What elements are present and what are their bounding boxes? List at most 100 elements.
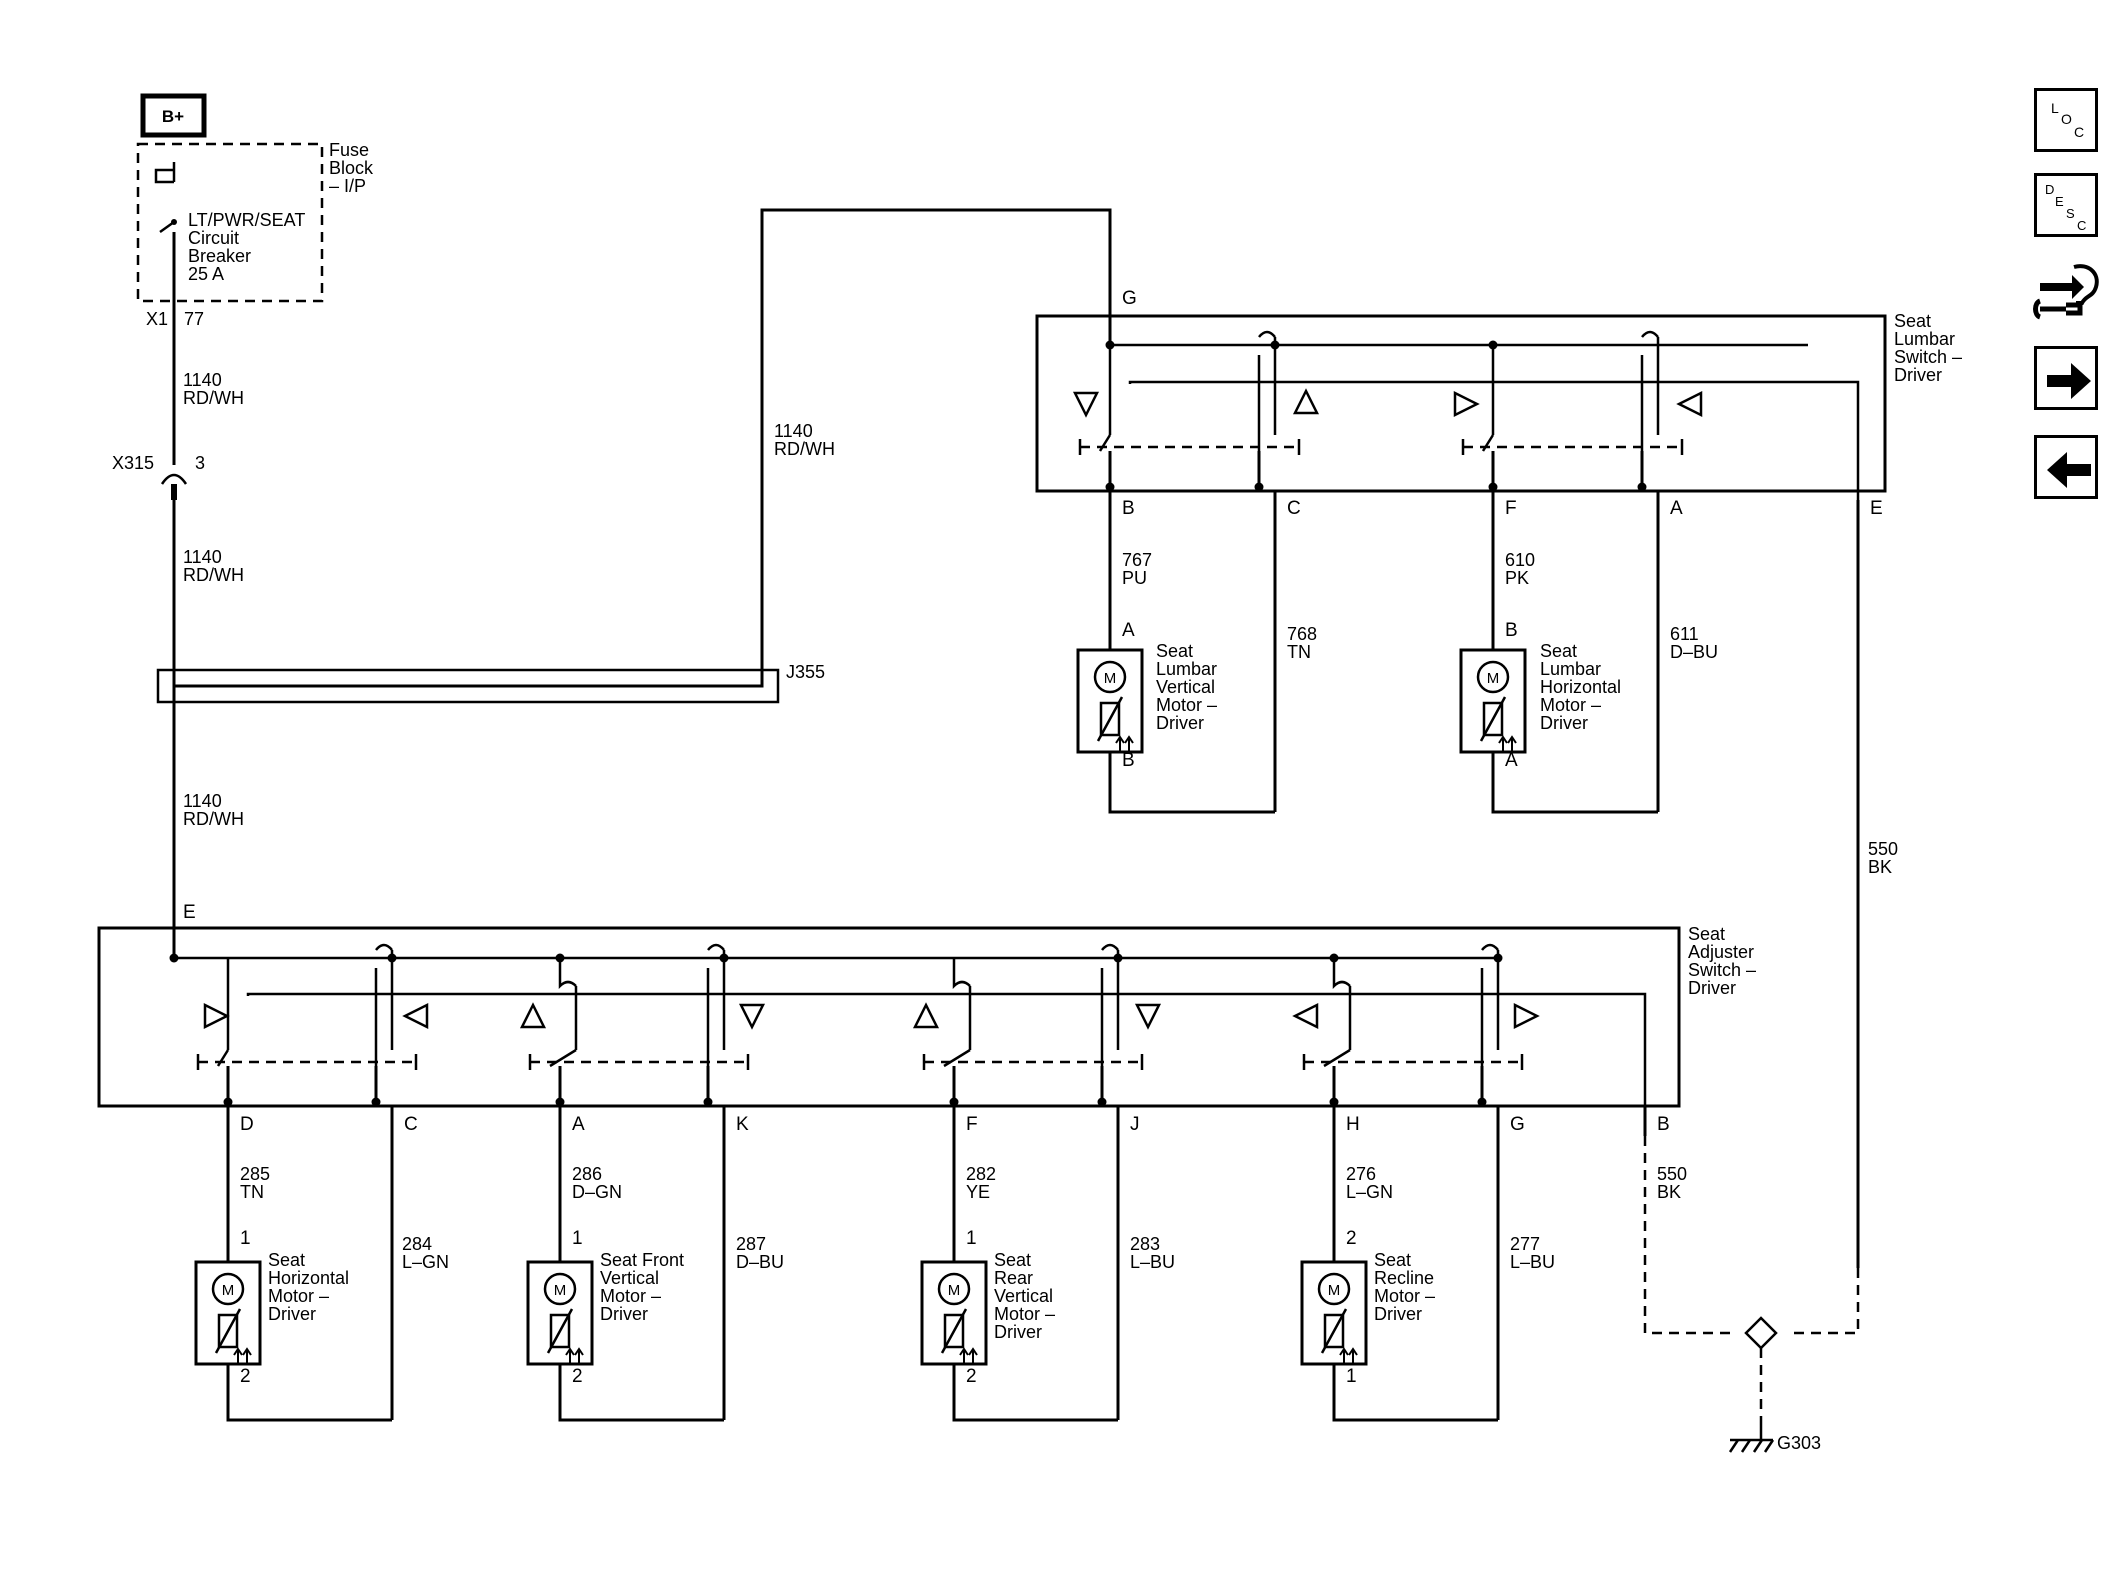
previous-page-button[interactable] [2034, 435, 2098, 499]
adjuster-switch-internals [169, 943, 1647, 1136]
lumbar-switch-label: Seat Lumbar Switch – Driver [1894, 311, 1967, 385]
direction-arrow-icon [1072, 391, 1100, 418]
junction-dot [703, 1097, 713, 1107]
adjuster-switch-label: Seat Adjuster Switch – Driver [1688, 924, 1761, 998]
direction-arrow-icon [912, 1002, 940, 1029]
schematic-line [943, 1048, 971, 1068]
fuse-connector-id: X1 [146, 309, 168, 329]
schematic-line [1098, 434, 1112, 452]
schematic-line [1323, 1048, 1351, 1068]
pin-label: 2 [966, 1366, 977, 1387]
junction-dot [1097, 1097, 1107, 1107]
wire-1140-label-b: 1140 RD/WH [183, 547, 244, 585]
inline-connector-x315 [160, 473, 188, 500]
schematic-line [1258, 330, 1276, 338]
motor-symbol [1459, 648, 1527, 754]
pin-label: B [1122, 750, 1135, 771]
schematic-line [216, 1049, 230, 1067]
desc-icon: D E S C [2045, 182, 2086, 233]
pin-label: H [1346, 1114, 1360, 1135]
pin-label: A [1670, 498, 1683, 519]
schematic-line [1101, 943, 1119, 951]
junction-dot [1105, 482, 1115, 492]
x315-pin: 3 [195, 453, 205, 473]
junction-dot [949, 1097, 959, 1107]
motor-glyph: M [1104, 670, 1117, 687]
wire-1140-label-c: 1140 RD/WH [183, 791, 244, 829]
description-button[interactable]: D E S C [2034, 173, 2098, 237]
arrow-left-icon [2047, 452, 2091, 488]
direction-arrow-icon [1676, 390, 1703, 418]
circuit-breaker-symbol [154, 162, 177, 300]
direction-arrow-icon [1453, 390, 1480, 418]
next-page-button[interactable] [2034, 346, 2098, 410]
loc-icon: L O C [2051, 100, 2084, 140]
motor-symbol [194, 1260, 262, 1366]
connector-tools-button[interactable] [2030, 253, 2104, 327]
location-button[interactable]: L O C [2034, 88, 2098, 152]
motor-symbol [526, 1260, 594, 1366]
junction-dot [371, 1097, 381, 1107]
schematic-line [1332, 1364, 1498, 1422]
pin-label: A [1505, 750, 1518, 771]
splice-pack-j355 [156, 668, 780, 704]
direction-arrow-icon [738, 1003, 766, 1030]
schematic-line [558, 958, 577, 990]
pin-label: A [1122, 620, 1135, 641]
fuse-block-label: Fuse Block – I/P [329, 140, 378, 196]
lumbar-switch-outline [1035, 314, 1887, 493]
junction-dot [555, 1097, 565, 1107]
motor-glyph: M [222, 1282, 235, 1299]
direction-arrow-icon [402, 1002, 429, 1030]
svg-text:D: D [2045, 182, 2054, 197]
schematic-line [1332, 958, 1351, 990]
motor-glyph: M [1328, 1282, 1341, 1299]
motor-glyph: M [554, 1282, 567, 1299]
schematic-line [558, 1364, 724, 1422]
junction-dot [1488, 482, 1498, 492]
svg-text:C: C [2077, 218, 2086, 233]
direction-arrow-icon [1513, 1002, 1540, 1030]
junction-dot [1254, 482, 1264, 492]
schematic-line [226, 1364, 392, 1422]
lumbar-switch-internals [1072, 330, 1860, 500]
schematic-line [1481, 943, 1499, 951]
ground-g303-label: G303 [1777, 1433, 1821, 1453]
schematic-line [549, 1048, 577, 1068]
arrow-right-icon [2047, 363, 2091, 399]
direction-arrow-icon [519, 1002, 547, 1029]
pin-label: F [966, 1114, 978, 1135]
battery-plus-box [140, 93, 207, 138]
svg-text:S: S [2066, 206, 2075, 221]
connector-tools-icon [2033, 264, 2099, 320]
wire-1140-label-a: 1140 RD/WH [183, 370, 244, 408]
schematic-line [1108, 748, 1275, 814]
pin-label: C [1287, 498, 1301, 519]
direction-arrow-icon [203, 1002, 230, 1030]
direction-arrow-icon [1134, 1003, 1162, 1030]
junction-dot [223, 1097, 233, 1107]
schematic-line [1481, 434, 1495, 452]
schematic-line [375, 943, 393, 951]
motor-symbol [1076, 648, 1144, 754]
pin-label: 1 [966, 1228, 977, 1249]
adjuster-switch-outline [97, 926, 1681, 1108]
pin-label: C [404, 1114, 418, 1135]
direction-arrow-icon [1292, 388, 1320, 415]
pin-label: B [1505, 620, 1518, 641]
